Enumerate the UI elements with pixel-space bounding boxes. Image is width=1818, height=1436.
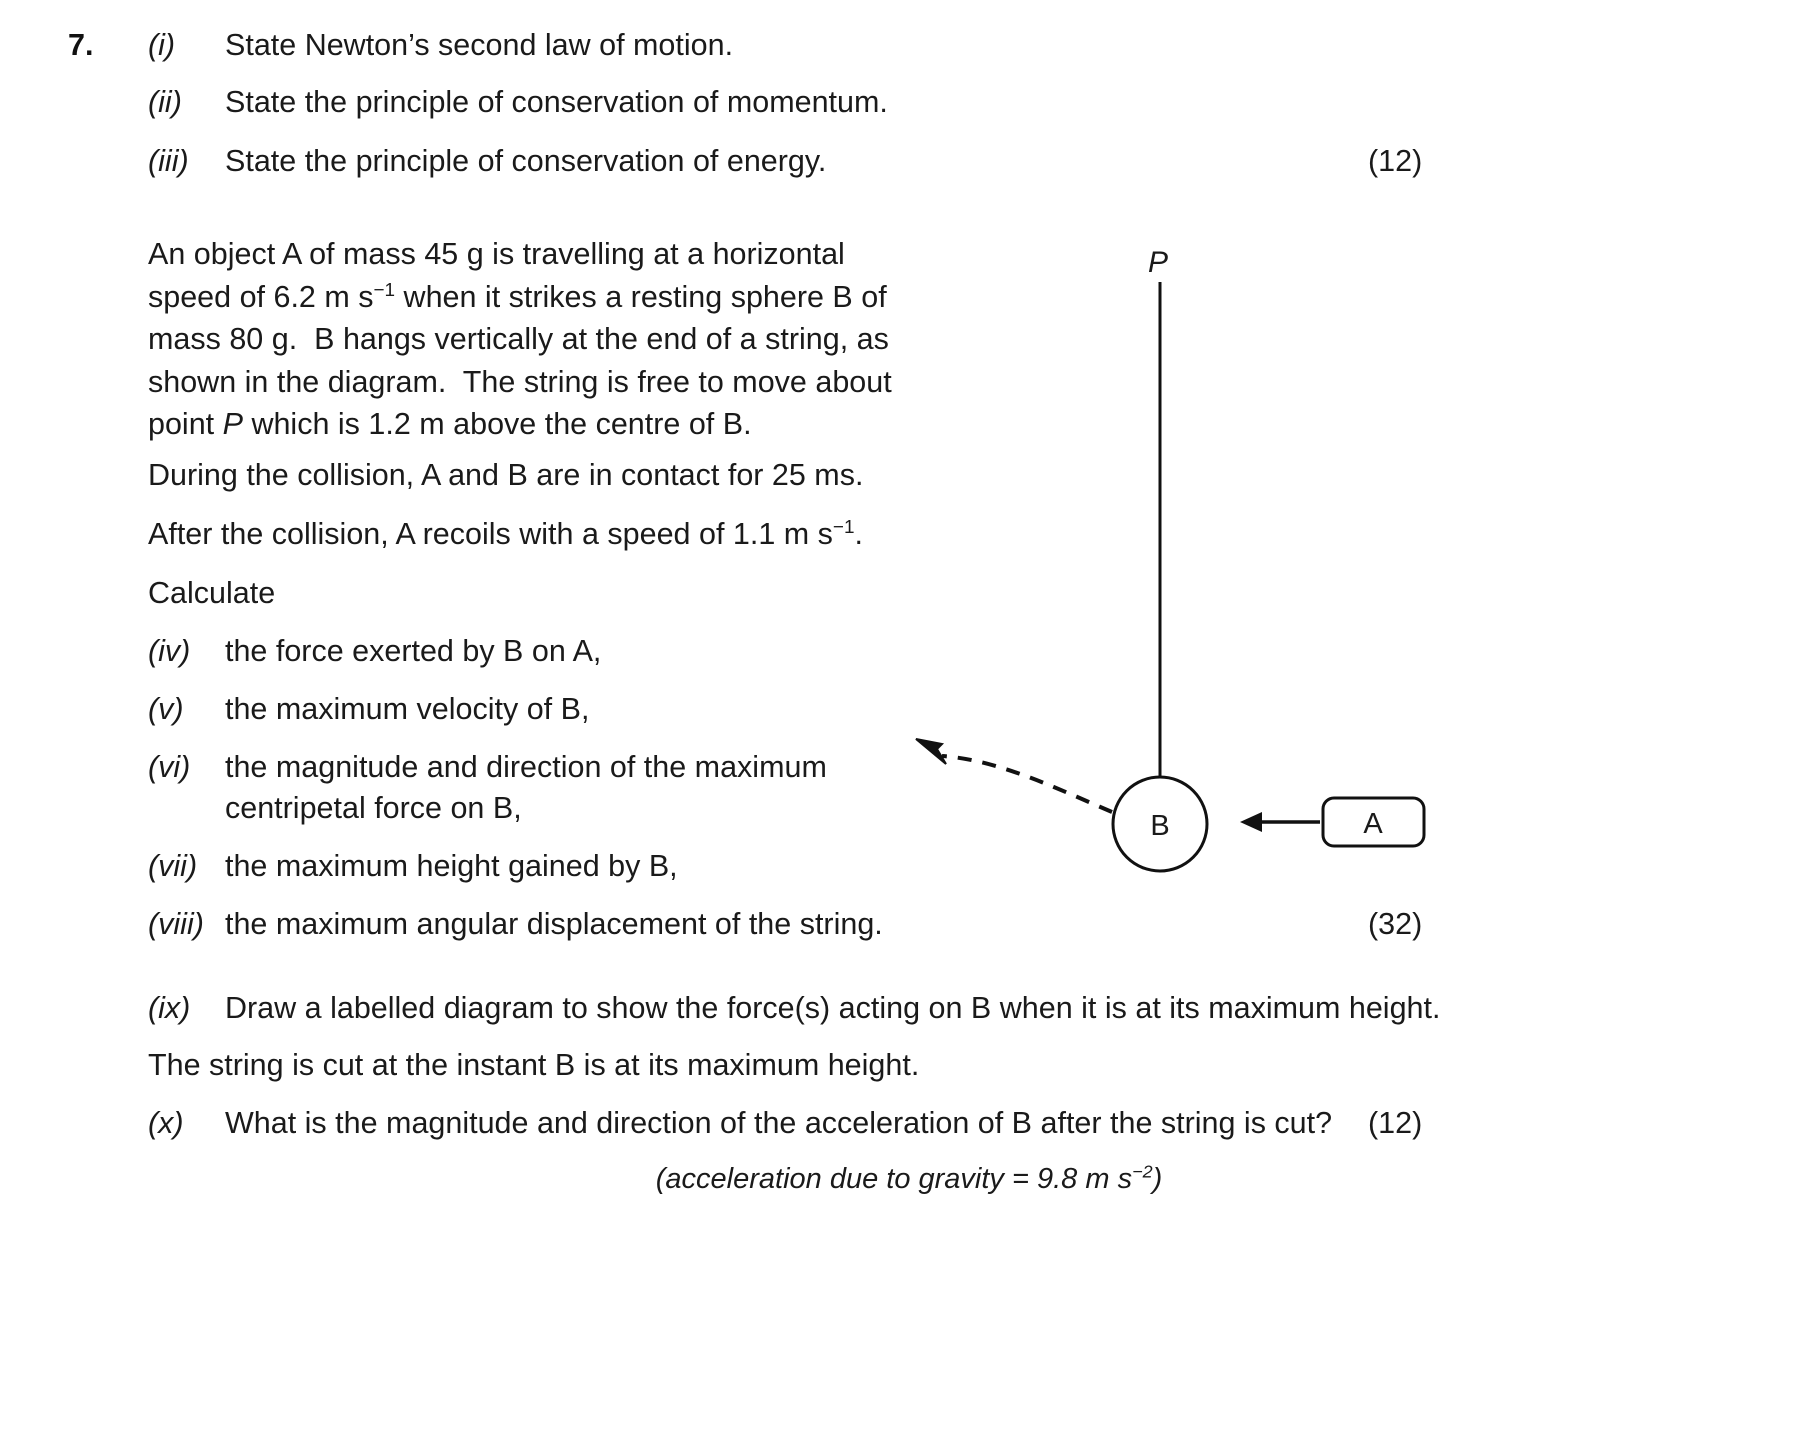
part-text-v: the maximum velocity of B,: [225, 692, 590, 726]
part-numeral-viii: (viii): [148, 907, 204, 941]
string-cut-line: The string is cut at the instant B is at…: [148, 1048, 920, 1082]
part-numeral-x: (x): [148, 1106, 184, 1140]
part-numeral-ii: (ii): [148, 85, 182, 119]
part-text-iv: the force exerted by B on A,: [225, 634, 602, 668]
part-numeral-v: (v): [148, 692, 184, 726]
part-text-vii: the maximum height gained by B,: [225, 849, 678, 883]
part-text-ix: Draw a labelled diagram to show the forc…: [225, 991, 1441, 1025]
part-numeral-ix: (ix): [148, 991, 191, 1025]
pendulum-collision-diagram: P B A: [880, 220, 1500, 900]
velocity-arrow-head: [1240, 812, 1262, 832]
object-label-A: A: [1363, 808, 1383, 840]
stem-line-2: speed of 6.2 m s−1 when it strikes a res…: [148, 279, 887, 314]
question-number: 7.: [68, 28, 94, 62]
part-text-x: What is the magnitude and direction of t…: [225, 1106, 1333, 1140]
stem-line-4: shown in the diagram. The string is free…: [148, 364, 892, 399]
gravity-note: (acceleration due to gravity = 9.8 m s−2…: [655, 1161, 1163, 1195]
contact-line: During the collision, A and B are in con…: [148, 458, 864, 492]
calculate-label: Calculate: [148, 576, 276, 610]
part-text-iii: State the principle of conservation of e…: [225, 144, 827, 178]
sphere-label-B: B: [1150, 810, 1169, 842]
part-numeral-vi: (vi): [148, 750, 191, 784]
pivot-label-P: P: [1148, 246, 1168, 279]
part-text-ii: State the principle of conservation of m…: [225, 85, 888, 119]
stem-line-1: An object A of mass 45 g is travelling a…: [148, 237, 845, 271]
part-text-vi: the magnitude and direction of the maxim…: [225, 750, 827, 784]
swing-path-arrowhead: [915, 738, 947, 765]
part-numeral-iii: (iii): [148, 144, 189, 178]
stem-line-5: point P which is 1.2 m above the centre …: [148, 407, 752, 441]
marks-calc: (32): [1368, 907, 1423, 941]
part-text-viii: the maximum angular displacement of the …: [225, 907, 883, 941]
part-numeral-vii: (vii): [148, 849, 198, 883]
marks-bottom: (12): [1368, 1106, 1423, 1140]
recoil-line: After the collision, A recoils with a sp…: [148, 516, 863, 551]
stem-paragraph: An object A of mass 45 g is travelling a…: [148, 233, 908, 446]
part-numeral-iv: (iv): [148, 634, 191, 668]
sphere-b: [1111, 775, 1209, 873]
marks-top: (12): [1368, 144, 1423, 178]
object-a-box: [1321, 796, 1426, 848]
part-text-i: State Newton’s second law of motion.: [225, 28, 734, 62]
part-numeral-i: (i): [148, 28, 176, 62]
part-text-vi-cont: centripetal force on B,: [225, 791, 522, 825]
swing-path-dashed-arc: [941, 754, 1113, 814]
stem-line-3: mass 80 g. B hangs vertically at the end…: [148, 322, 889, 356]
